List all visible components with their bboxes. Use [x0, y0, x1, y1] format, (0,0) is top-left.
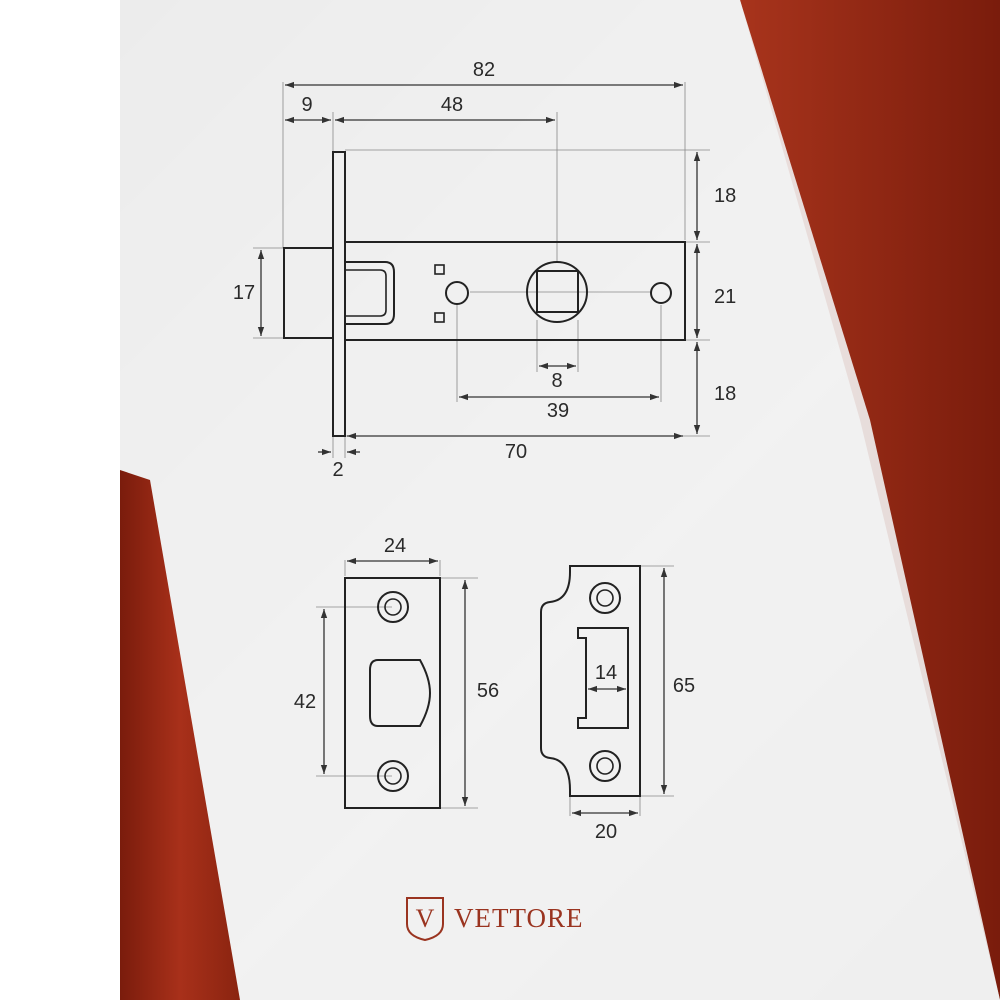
dim-strike-height: 65 — [673, 675, 695, 697]
faceplate-bolt-slot — [369, 659, 432, 727]
faceplate-hole-bottom-outer — [377, 760, 409, 792]
strike-hole-bottom-outer — [589, 750, 621, 782]
dim-faceplate-hole-centres: 42 — [294, 691, 316, 713]
dim-faceplate-thickness: 2 — [332, 459, 343, 481]
dim-spindle-square: 8 — [551, 370, 562, 392]
faceplate-drawing: 24 42 56 — [294, 535, 499, 809]
dim-fixing-centres: 39 — [547, 400, 569, 422]
latch-rivet-top — [434, 264, 445, 275]
latch-fixing-hole-right — [650, 282, 672, 304]
faceplate-hole-top-outer — [377, 591, 409, 623]
dim-faceplate-height: 56 — [477, 680, 499, 702]
latch-follower — [526, 261, 588, 323]
latch-fixing-hole-left — [445, 281, 469, 305]
dim-case-height: 21 — [714, 286, 736, 308]
dim-bolt-height: 17 — [233, 282, 255, 304]
latch-drawing: 82 9 48 18 21 18 17 8 39 70 2 — [233, 59, 736, 481]
white-panel — [120, 0, 1000, 1000]
faceplate-outline — [344, 577, 441, 809]
dim-bolt-projection: 9 — [301, 94, 312, 116]
faceplate-hole-bottom-inner — [384, 767, 402, 785]
red-band-right — [740, 0, 1000, 1000]
strike-hole-bottom-inner — [596, 757, 614, 775]
dim-overall-length: 82 — [473, 59, 495, 81]
grey-band-left — [0, 0, 120, 1000]
brand-logo: V VETTORE — [406, 897, 584, 942]
latch-bolt — [283, 247, 334, 339]
dim-strike-width: 20 — [595, 821, 617, 843]
strike-plate-outline — [540, 565, 641, 797]
brand-name: VETTORE — [454, 903, 584, 933]
latch-spindle-square — [536, 270, 579, 313]
logo-shield — [406, 897, 444, 942]
dim-bottom-offset: 18 — [714, 383, 736, 405]
strike-recess — [577, 627, 629, 729]
dim-case-length: 70 — [505, 441, 527, 463]
red-band-left — [120, 470, 240, 1000]
logo-letter: V — [416, 904, 435, 933]
strike-hole-top-inner — [596, 589, 614, 607]
dim-faceplate-width: 24 — [384, 535, 406, 557]
latch-rivet-bottom — [434, 312, 445, 323]
faceplate-hole-top-inner — [384, 598, 402, 616]
strike-hole-top-outer — [589, 582, 621, 614]
latch-case — [344, 241, 686, 341]
dim-top-offset: 18 — [714, 185, 736, 207]
strike-plate-drawing: 14 65 20 — [540, 565, 695, 843]
dim-strike-recess-width: 14 — [595, 662, 617, 684]
dim-backset: 48 — [441, 94, 463, 116]
